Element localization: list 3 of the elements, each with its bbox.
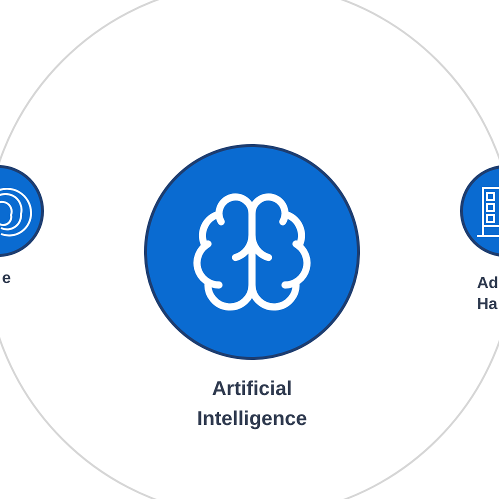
- node-label: Ad Ha: [477, 274, 499, 315]
- node-label: e: [2, 269, 11, 289]
- node-label: Artificial Intelligence: [196, 377, 308, 432]
